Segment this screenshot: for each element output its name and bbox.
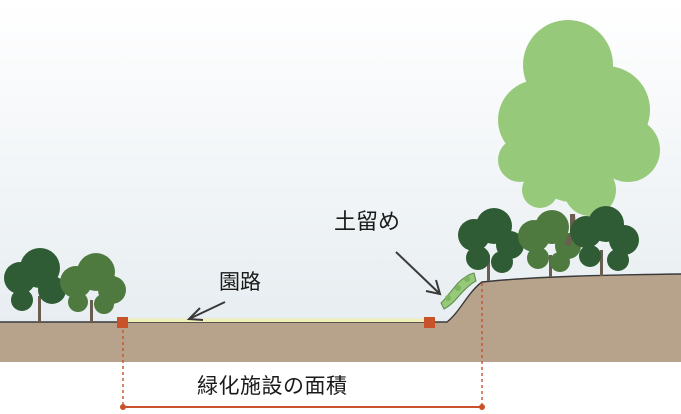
shrub-icon	[60, 253, 126, 322]
retaining-wall-icon	[440, 272, 477, 310]
garden-path-label: 園路	[219, 270, 261, 294]
tree-icon	[498, 20, 660, 246]
shrub-icon	[458, 208, 524, 281]
measurement-marker-icon	[424, 317, 435, 328]
measurement-marker-icon	[117, 317, 128, 328]
green-facility-area-label: 緑化施設の面積	[197, 374, 348, 398]
retaining-wall-label: 土留め	[334, 210, 401, 235]
ground-surface-line	[0, 273, 681, 323]
arrow-icon	[186, 301, 226, 321]
shrub-icon	[4, 248, 66, 322]
garden-path-surface	[123, 318, 430, 322]
ground-section	[0, 274, 681, 362]
arrow-icon	[395, 251, 442, 296]
measure-endpoint-icon	[120, 404, 126, 410]
shrub-icon	[570, 206, 639, 276]
measure-endpoint-icon	[479, 404, 485, 410]
